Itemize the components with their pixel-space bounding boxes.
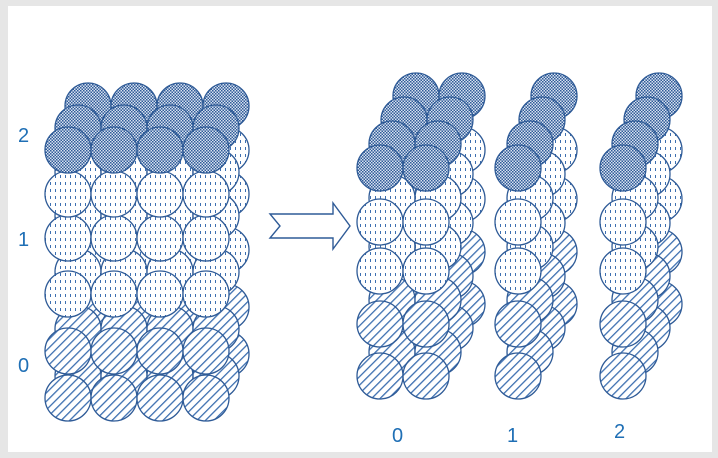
layer-label-2: 2 [18,126,29,146]
layer-label-0: 0 [18,356,29,376]
big-stack-sphere-light [183,271,229,317]
big-stack-sphere-light [91,271,137,317]
big-stack-sphere-stripe [137,328,183,374]
big-stack-sphere-light [45,171,91,217]
big-stack-sphere-stripe [183,328,229,374]
slice-sphere-stripe [495,301,541,347]
diagram-canvas: 2 1 0 0 1 2 [8,6,712,452]
column-label-2: 2 [614,422,625,442]
slice-sphere-light [600,199,646,245]
big-stack-sphere-light [91,215,137,261]
transform-arrow [270,203,350,249]
big-stack-sphere-light [183,215,229,261]
slice-sphere-dark [600,145,646,191]
big-stack-sphere-light [45,271,91,317]
big-stack-sphere-stripe [137,375,183,421]
layer-label-1: 1 [18,230,29,250]
big-stack-sphere-dark [91,127,137,173]
big-stack-sphere-stripe [91,375,137,421]
big-stack-sphere-stripe [45,328,91,374]
slice-sphere-stripe [600,353,646,399]
big-stack-sphere-light [137,271,183,317]
slice-sphere-stripe [495,353,541,399]
slice-sphere-light [357,248,403,294]
big-stack-sphere-stripe [183,375,229,421]
big-stack-sphere-stripe [91,328,137,374]
big-stack-sphere-stripe [45,375,91,421]
slice-sphere-stripe [357,353,403,399]
big-stack-sphere-light [45,215,91,261]
big-stack-sphere-dark [45,127,91,173]
slice-sphere-stripe [403,353,449,399]
column-label-0: 0 [392,426,403,446]
layered-circle-stacks-diagram [8,6,712,452]
column-label-1: 1 [507,426,518,446]
slice-sphere-dark [403,145,449,191]
slice-sphere-dark [495,145,541,191]
slice-sphere-stripe [357,301,403,347]
slice-sphere-dark [357,145,403,191]
big-stack-sphere-dark [183,127,229,173]
slice-sphere-light [495,248,541,294]
big-stack-sphere-light [137,215,183,261]
slice-sphere-stripe [600,301,646,347]
slice-sphere-light [403,199,449,245]
big-stack-sphere-light [91,171,137,217]
slice-sphere-stripe [403,301,449,347]
big-stack-sphere-light [183,171,229,217]
slice-sphere-light [495,199,541,245]
slice-sphere-light [357,199,403,245]
big-stack-sphere-light [137,171,183,217]
big-stack-sphere-dark [137,127,183,173]
slice-sphere-light [600,248,646,294]
slice-sphere-light [403,248,449,294]
